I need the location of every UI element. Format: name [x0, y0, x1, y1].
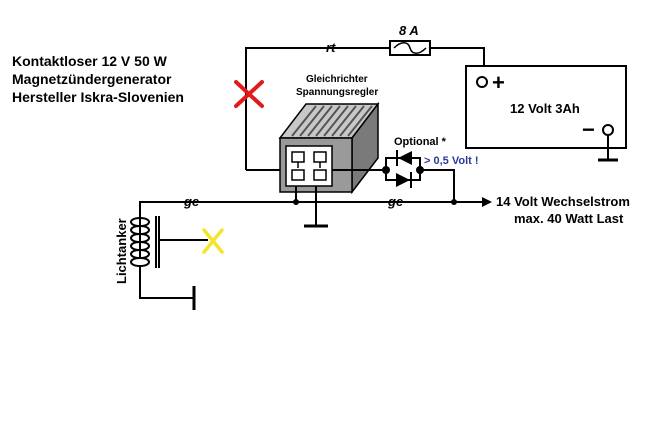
yellow-wire-label-right: ge [387, 194, 403, 209]
regulator-label-1: Gleichrichter [306, 74, 368, 85]
title-line-1: Kontaktloser 12 V 50 W [12, 53, 168, 69]
optional-diodes [332, 157, 455, 202]
output-arrow-icon [482, 197, 492, 207]
output-line-1: 14 Volt Wechselstrom [496, 194, 630, 209]
battery-plus: + [492, 70, 505, 95]
coil-icon [130, 216, 208, 299]
red-wire-label: rt [326, 40, 336, 55]
regulator-box [278, 101, 380, 195]
title-line-2: Magnetzündergenerator [12, 71, 172, 87]
fuse [389, 40, 431, 56]
red-cross-icon [234, 80, 264, 108]
title-line-3: Hersteller Iskra-Slovenien [12, 89, 184, 105]
battery-label: 12 Volt 3Ah [510, 101, 580, 116]
fuse-label: 8 A [399, 23, 419, 38]
diode-lower-icon [396, 172, 412, 188]
output-line-2: max. 40 Watt Last [514, 211, 624, 226]
optional-label: Optional * [394, 136, 447, 148]
battery-minus: − [582, 117, 595, 142]
optional-voltage-note: > 0,5 Volt ! [424, 155, 479, 167]
battery [465, 65, 627, 162]
regulator-ground [304, 186, 328, 228]
diode-upper-icon [396, 150, 412, 166]
yellow-wire-label-left: ge [183, 194, 199, 209]
coil-label: Lichtanker [114, 218, 129, 284]
junction-dot-1 [293, 199, 299, 205]
yellow-cross-icon [202, 228, 224, 254]
regulator-label-2: Spannungsregler [296, 87, 378, 98]
